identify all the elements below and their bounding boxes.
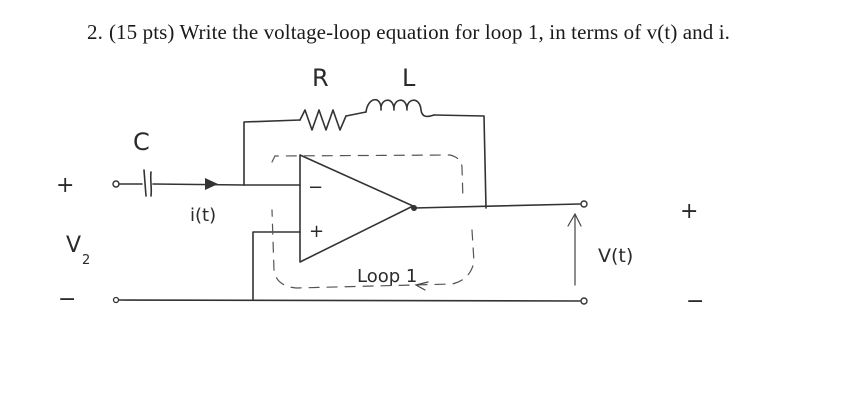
- capacitor-plate-2: [149, 171, 153, 197]
- output-terminal-top: [580, 200, 588, 208]
- inductor-label: L: [402, 64, 416, 92]
- loop-1-path: [271, 154, 475, 291]
- input-minus-sign: −: [58, 287, 76, 312]
- op-amp: [243, 154, 588, 301]
- question-text: 2.(15 pts) Write the voltage-loop equati…: [87, 20, 730, 45]
- current-arrow: [205, 178, 218, 190]
- ground-wire: [112, 296, 588, 305]
- question-body: (15 pts) Write the voltage-loop equation…: [108, 20, 731, 44]
- opamp-noninverting-sign: +: [309, 221, 324, 242]
- loop-label: Loop 1: [357, 266, 417, 287]
- current-label: i(t): [190, 205, 216, 226]
- output-minus-sign: −: [686, 289, 704, 314]
- input-network: [112, 169, 245, 197]
- input-plus-sign: +: [56, 173, 74, 198]
- opamp-inverting-sign: −: [308, 177, 323, 198]
- output-plus-sign: +: [680, 199, 698, 224]
- output-voltage-label: V(t): [598, 245, 633, 267]
- input-terminal-top: [112, 180, 120, 188]
- capacitor-plate-1: [143, 169, 147, 197]
- output-terminal-bottom: [580, 297, 588, 305]
- capacitor-label: C: [133, 128, 150, 156]
- inductor: [365, 98, 435, 118]
- output-voltage-arrow: [567, 212, 582, 286]
- resistor-label: R: [312, 64, 329, 92]
- feedback-path: [243, 98, 487, 209]
- input-voltage-subscript: 2: [82, 253, 90, 268]
- input-voltage-label: V: [66, 233, 81, 258]
- resistor: [299, 109, 347, 131]
- question-number: 2.: [87, 20, 103, 44]
